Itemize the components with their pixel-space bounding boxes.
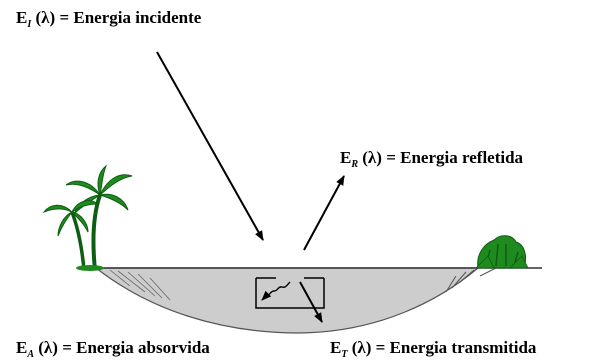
absorbed-energy-label: EA (λ) = Energia absorvida — [16, 338, 210, 361]
reflected-text: Energia refletida — [400, 148, 524, 167]
transmitted-lambda: (λ) — [351, 338, 372, 357]
absorbed-lambda: (λ) — [38, 338, 58, 357]
transmitted-text: Energia transmitida — [389, 338, 537, 357]
transmitted-energy-arrow — [299, 281, 323, 323]
incident-text: Energia incidente — [73, 8, 202, 27]
absorbed-equals: = — [62, 338, 72, 357]
incident-energy-arrow — [156, 51, 264, 241]
incident-symbol: E — [16, 8, 28, 27]
water-body — [94, 267, 480, 334]
absorbed-symbol: E — [16, 338, 28, 357]
shrub-icon — [475, 235, 529, 269]
transmitted-symbol: E — [330, 338, 342, 357]
transmitted-equals: = — [375, 338, 386, 357]
reflected-lambda: (λ) — [362, 148, 382, 167]
palm-tree-icon — [42, 164, 133, 271]
wavy-absorption-arrow-icon — [261, 281, 291, 301]
transmitted-subscript: T — [341, 349, 348, 360]
reflected-energy-label: ER (λ) = Energia refletida — [340, 148, 523, 171]
absorbed-text: Energia absorvida — [76, 338, 210, 357]
incident-subscript: I — [27, 19, 32, 30]
reflected-symbol: E — [340, 148, 352, 167]
left-bank-hatching — [109, 269, 171, 301]
incident-equals: = — [59, 8, 70, 27]
reflected-subscript: R — [351, 159, 359, 170]
transmitted-energy-label: ET (λ) = Energia transmitida — [330, 338, 536, 361]
reflected-energy-arrow — [303, 175, 345, 251]
right-bank-hatching — [445, 267, 497, 293]
absorption-inset — [255, 277, 325, 309]
reflected-equals: = — [386, 148, 396, 167]
incident-lambda: (λ) — [35, 8, 56, 27]
incident-energy-label: EI (λ) = Energia incidente — [16, 8, 201, 31]
absorbed-subscript: A — [27, 349, 35, 360]
